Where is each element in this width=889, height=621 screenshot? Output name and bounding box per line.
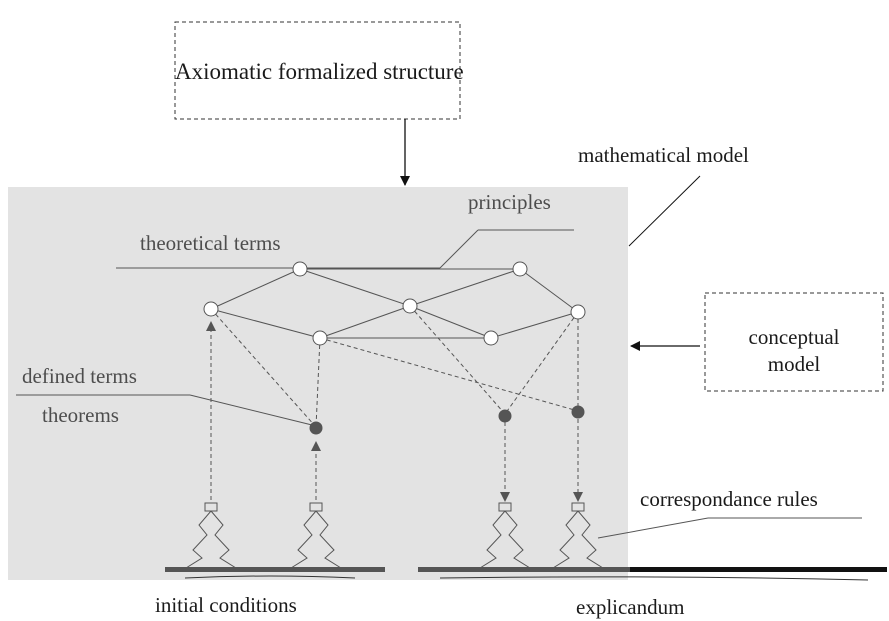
- top-box: [174, 21, 461, 120]
- node-theorem-3: [571, 405, 585, 419]
- network-edges: [210, 268, 579, 339]
- correspondance-connector-3: [479, 502, 531, 569]
- node-term-4: [312, 330, 328, 346]
- node-theorem-1: [309, 421, 323, 435]
- node-theorem-2: [498, 409, 512, 423]
- initial-conditions-label: initial conditions: [155, 593, 297, 617]
- initial-conditions-brace: [184, 575, 356, 579]
- node-principle-1: [292, 261, 308, 277]
- correspondance-rules-label: correspondance rules: [640, 487, 818, 511]
- explicandum-brace: [439, 576, 869, 581]
- top-box-label: Axiomatic formalized structure: [175, 59, 464, 84]
- correspondance-connector-1: [185, 502, 237, 569]
- mathematical-model-leader: [628, 175, 701, 247]
- defined-terms-leader: [189, 394, 313, 426]
- correspondance-connector-4: [552, 502, 604, 569]
- ground-bar-right-dark: [630, 567, 887, 572]
- node-term-1: [203, 301, 219, 317]
- theorems-label: theorems: [42, 403, 119, 427]
- ground-bar-left: [165, 567, 385, 572]
- principles-leader: [439, 229, 479, 269]
- ground-bar-right: [418, 567, 630, 572]
- node-term-5: [483, 330, 499, 346]
- correspondance-connector-2: [290, 502, 342, 569]
- correspondance-rules-leader: [597, 517, 709, 539]
- principle-nodes: [203, 261, 586, 346]
- conceptual-model-box: [704, 292, 884, 392]
- node-term-3: [570, 304, 586, 320]
- node-principle-2: [512, 261, 528, 277]
- conceptual-model-label: conceptual model: [748, 325, 840, 376]
- dashed-edges: [210, 305, 579, 428]
- mathematical-model-label: mathematical model: [578, 143, 749, 167]
- explicandum-label: explicandum: [576, 595, 685, 619]
- theorem-nodes: [309, 405, 585, 435]
- node-term-2: [402, 298, 418, 314]
- principles-label: principles: [468, 190, 551, 214]
- defined-terms-label: defined terms: [22, 364, 137, 388]
- theoretical-terms-label: theoretical terms: [140, 231, 281, 255]
